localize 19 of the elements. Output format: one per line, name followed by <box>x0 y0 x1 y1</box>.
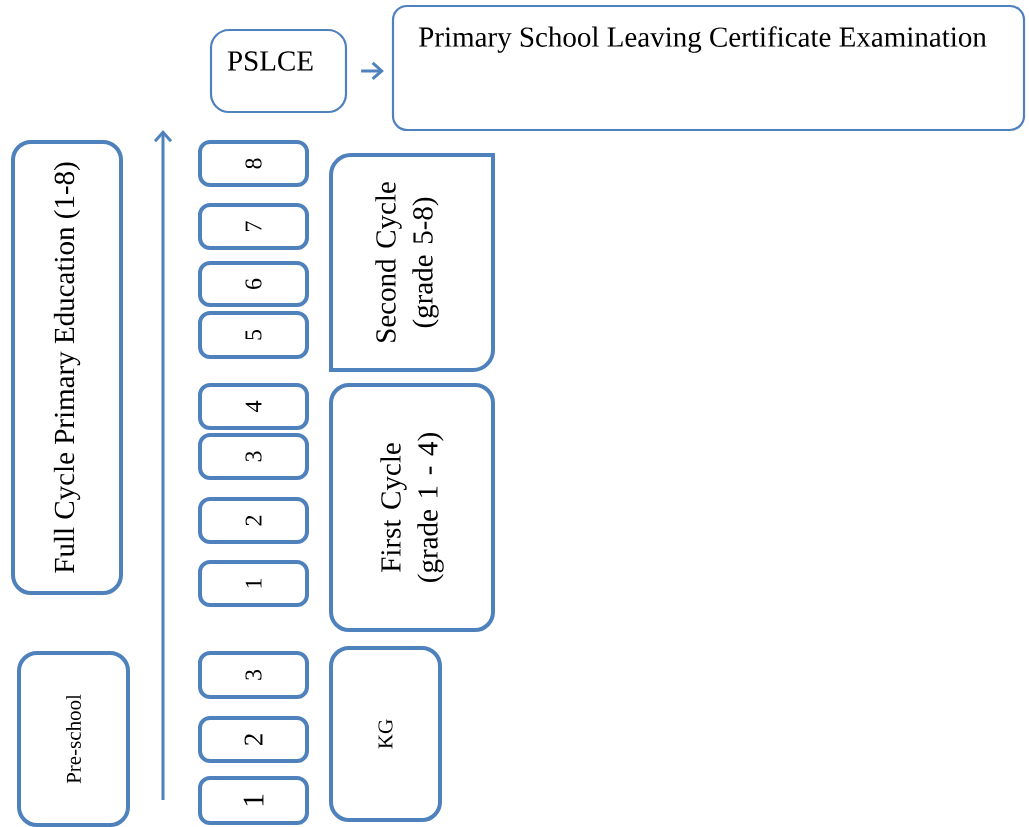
rounded-box: Pre-school <box>17 651 130 827</box>
rounded-box: 4 <box>198 383 309 430</box>
rounded-box: 5 <box>198 311 309 359</box>
rounded-box: 7 <box>198 203 309 250</box>
rounded-box: Full Cycle Primary Education (1-8) <box>11 140 123 595</box>
rounded-box: 6 <box>198 261 309 307</box>
rounded-box: 2 <box>198 716 309 763</box>
leaf-box: Second Cycle (grade 5-8) <box>329 153 495 372</box>
rounded-box: PSLCE <box>209 28 348 114</box>
rounded-box: 3 <box>198 651 309 699</box>
rounded-box: 1 <box>198 560 309 607</box>
rounded-box: 1 <box>198 776 309 825</box>
rounded-box: 2 <box>198 497 309 544</box>
arrow <box>361 61 384 81</box>
rounded-box: Primary School Leaving Certificate Examination <box>391 4 1026 132</box>
rounded-box: First Cycle (grade 1 - 4) <box>329 383 495 632</box>
rounded-box: 8 <box>198 140 309 187</box>
rounded-box: 3 <box>198 433 309 480</box>
rounded-box: KG <box>329 646 442 822</box>
